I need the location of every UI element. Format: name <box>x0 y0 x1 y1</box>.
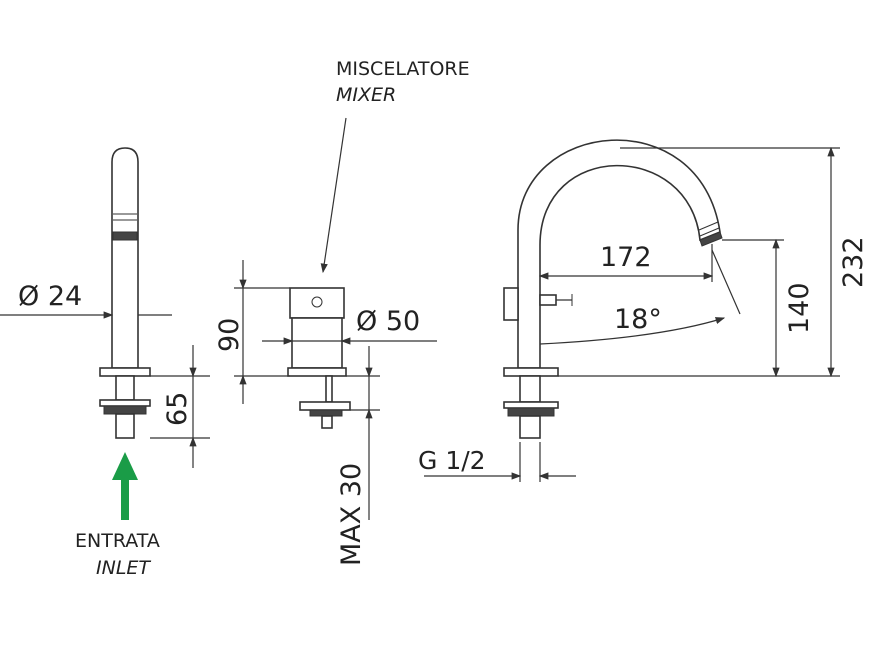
spout-diameter-dimension: Ø 24 <box>0 281 172 319</box>
mixer-label-it: MISCELATORE <box>336 58 470 80</box>
connection-label: G 1/2 <box>418 446 486 475</box>
reach-dimension: 172 <box>538 242 714 282</box>
spout-side-view <box>99 147 151 439</box>
mixer-90-label: 90 <box>214 318 245 352</box>
outlet-height-label: 140 <box>784 282 815 334</box>
connection-dimension: G 1/2 <box>418 442 576 482</box>
max-thickness-dimension: MAX 30 <box>336 346 380 566</box>
mixer-diameter-label: Ø 50 <box>356 306 420 337</box>
spout-diameter-label: Ø 24 <box>18 281 82 312</box>
mixer-leader-line <box>320 117 347 274</box>
inlet-arrow <box>112 452 138 520</box>
spout-65-label: 65 <box>162 392 193 426</box>
mixer-90-dimension: 90 <box>214 260 290 404</box>
mixer-diameter-dimension: Ø 50 <box>262 306 437 345</box>
max-thickness-label: MAX 30 <box>336 463 367 566</box>
swivel-angle-dimension: 18° <box>539 249 741 345</box>
reach-label: 172 <box>600 242 652 273</box>
spout-65-dimension: 65 <box>150 345 210 468</box>
outlet-height-dimension: 140 <box>558 238 840 378</box>
total-height-label: 232 <box>838 236 869 288</box>
mixer-label-en: MIXER <box>336 84 396 106</box>
mixer-body <box>287 287 351 429</box>
gooseneck-spout <box>503 139 723 439</box>
inlet-label-it: ENTRATA <box>75 530 160 552</box>
total-height-dimension: 232 <box>620 146 869 378</box>
swivel-angle-label: 18° <box>614 304 662 335</box>
inlet-label-en: INLET <box>96 557 151 579</box>
